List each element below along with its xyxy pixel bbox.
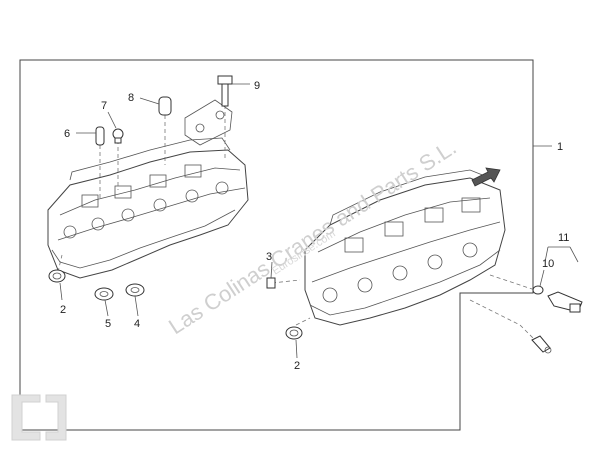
leader-10 bbox=[539, 269, 545, 287]
part-11-sensor-assembled bbox=[531, 335, 552, 354]
cylinder-head-left bbox=[47, 99, 249, 279]
callout-3: 3 bbox=[266, 251, 272, 263]
part-7-plug bbox=[112, 128, 124, 144]
assembly-line-10 bbox=[489, 274, 536, 291]
callout-2b: 2 bbox=[294, 360, 300, 372]
part-9-bolt bbox=[217, 75, 233, 107]
assembly-line-3 bbox=[271, 279, 301, 284]
part-10-washer bbox=[532, 285, 544, 295]
callout-11: 11 bbox=[558, 232, 569, 244]
assembly-line-2b bbox=[295, 317, 311, 326]
leader-3 bbox=[270, 261, 273, 279]
part-5-washer bbox=[94, 287, 114, 301]
direction-arrow bbox=[471, 167, 501, 187]
assembly-line-sensor bbox=[469, 299, 536, 341]
cylinder-head-right bbox=[304, 169, 506, 326]
leader-7 bbox=[107, 111, 117, 129]
callout-1: 1 bbox=[557, 141, 563, 153]
part-8-sleeve bbox=[158, 96, 172, 116]
part-11-sensor bbox=[547, 291, 583, 313]
leader-11 bbox=[544, 246, 579, 263]
callout-10: 10 bbox=[542, 258, 554, 270]
part-2-seal-left bbox=[48, 269, 66, 283]
part-4-seal-ring bbox=[125, 283, 145, 297]
callout-4: 4 bbox=[134, 318, 140, 330]
leader-4 bbox=[134, 295, 139, 317]
callout-8: 8 bbox=[128, 92, 134, 104]
watermark-logo bbox=[11, 394, 67, 441]
part-6-dowel-pin bbox=[95, 126, 105, 146]
watermark-text: Las Colinas Cranes and Parts S.L. bbox=[164, 134, 461, 339]
assembly-line-2a bbox=[57, 254, 63, 273]
leader-2a bbox=[59, 282, 63, 301]
callout-6: 6 bbox=[64, 128, 70, 140]
callout-5: 5 bbox=[105, 318, 111, 330]
part-2-seal-right bbox=[285, 326, 303, 340]
callout-2a: 2 bbox=[60, 304, 66, 316]
leader-8 bbox=[139, 97, 160, 105]
leader-2b bbox=[295, 339, 298, 359]
callout-7: 7 bbox=[101, 100, 107, 112]
callout-9: 9 bbox=[254, 80, 260, 92]
leader-5 bbox=[104, 299, 109, 317]
